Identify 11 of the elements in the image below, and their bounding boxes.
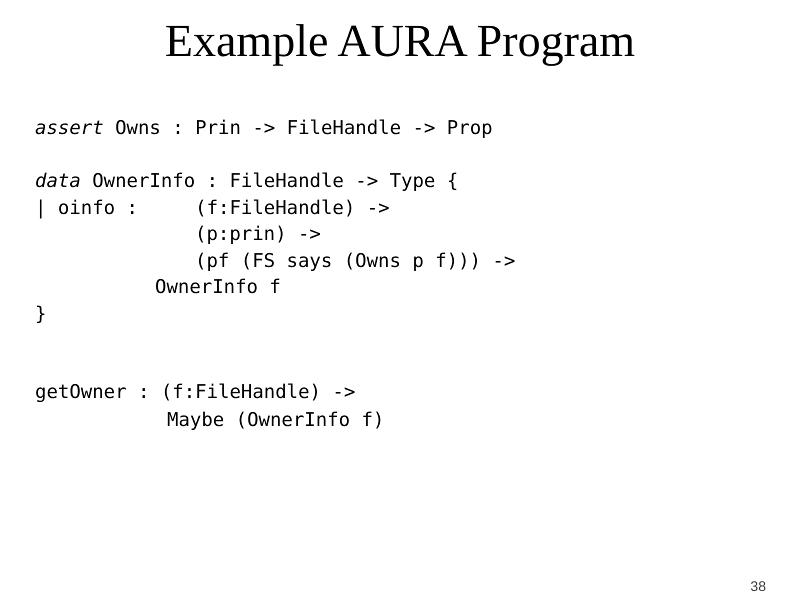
code-line: | oinfo : (f:FileHandle) -> [35,196,390,220]
code-line: OwnerInfo f [155,275,281,299]
code-line: } [35,302,46,326]
code-line: data OwnerInfo : FileHandle -> Type { [35,169,458,193]
code-line: (p:prin) -> [195,222,321,246]
code-line: Maybe (OwnerInfo f) [167,408,384,432]
slide-title: Example AURA Program [164,14,636,67]
code-line: getOwner : (f:FileHandle) -> [35,380,356,404]
page-number: 38 [750,578,766,594]
code-line: (pf (FS says (Owns p f))) -> [195,249,516,273]
code-line: assert Owns : Prin -> FileHandle -> Prop [35,116,493,140]
